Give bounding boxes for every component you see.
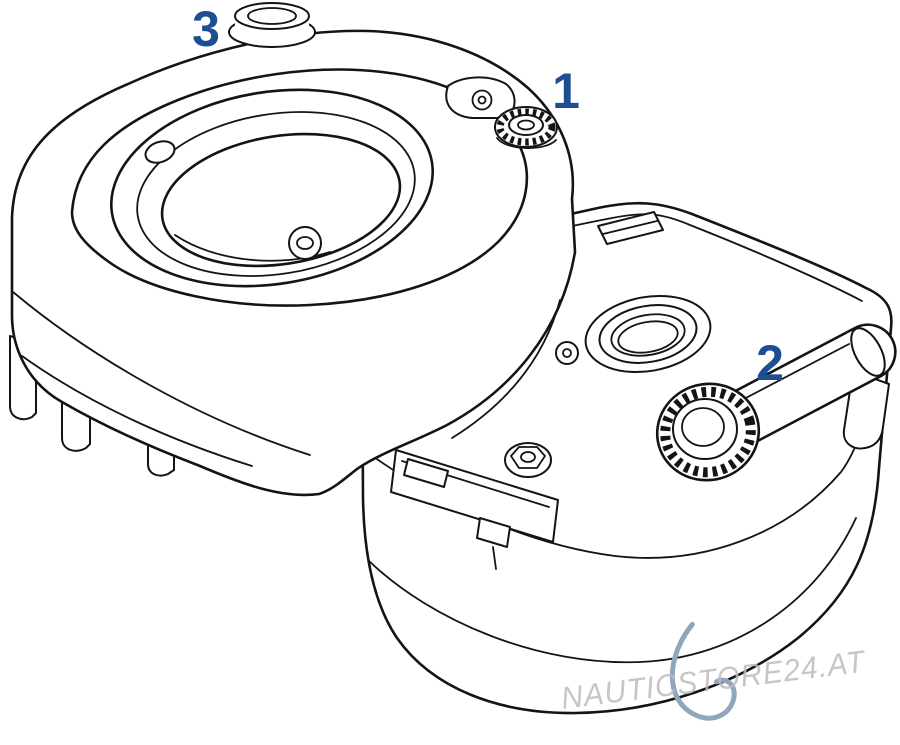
tank-details (390, 294, 897, 570)
pump-cap-center (517, 119, 535, 131)
hex-plug-center (520, 451, 536, 463)
slide-valve (390, 449, 559, 570)
tank-opening-throat (617, 320, 679, 354)
tank-cap-center (681, 407, 725, 447)
part-label-3: 3 (192, 1, 220, 57)
drain-hole (288, 226, 322, 260)
bowl-cavity (160, 132, 402, 268)
hinge-notch-line (602, 220, 658, 235)
watermark-swoosh (669, 621, 737, 721)
slide-valve-hook (476, 517, 511, 548)
spout-opening (850, 327, 886, 377)
drain-hole-inner (296, 236, 314, 250)
bracket-hole (471, 89, 493, 111)
hex-plug-facets (510, 446, 546, 469)
part-labels: 3 1 2 (192, 1, 784, 391)
tank-cap-knurl (660, 386, 756, 478)
seat-rim (70, 68, 529, 307)
vent-hole (555, 341, 579, 365)
cap-bracket (445, 76, 516, 119)
body-edge-line (451, 299, 561, 439)
body-seam-upper (12, 291, 311, 456)
part-label-2: 2 (756, 335, 784, 391)
pump-cap-knurl (496, 108, 556, 146)
part-label-1: 1 (552, 63, 580, 119)
slide-valve-tab (403, 458, 449, 488)
slide-valve-stem (492, 546, 497, 570)
body-seam-lower (21, 355, 253, 467)
pour-spout-assembly (655, 323, 897, 482)
bowl-inner (136, 111, 416, 277)
rim-nub (144, 140, 176, 164)
hex-plug (504, 442, 552, 478)
fill-cap (228, 2, 316, 48)
tank-seam-line (367, 517, 857, 664)
pump-cap-assembly (445, 76, 558, 149)
fill-cap-top-inner (247, 7, 297, 25)
fill-cap-top (234, 2, 310, 30)
upper-unit (9, 2, 577, 497)
vent-hole-inner (562, 348, 572, 358)
bracket-pin (477, 95, 487, 105)
tank-opening-ring (610, 313, 686, 357)
pump-cap-inner (508, 114, 544, 136)
bowl-outer (109, 88, 435, 288)
